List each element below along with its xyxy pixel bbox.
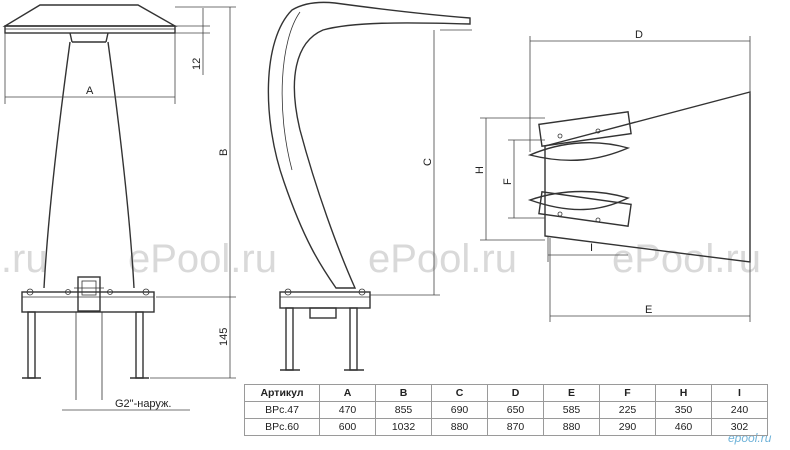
table-cell: 1032 [375,418,432,436]
table-cell: 650 [487,401,544,419]
table-cell: 690 [431,401,488,419]
body-left-edge [43,41,71,289]
watermark-2: ePool.ru [368,237,517,281]
dimension-f-label: F [502,178,514,185]
watermark-3: ePool.ru [612,237,761,281]
dimension-c-label: C [422,158,434,166]
spec-table: Артикул A B C D E F H I BPc.47 470 855 6… [244,384,768,436]
table-header: H [655,384,712,402]
dimension-i-label: I [590,242,593,254]
table-header: I [711,384,768,402]
leg-left [27,311,36,379]
dimension-h-label: H [474,166,486,174]
side-inlet [309,307,337,319]
table-row: BPc.47 470 855 690 650 585 225 350 240 [244,401,768,419]
table-cell: 460 [655,418,712,436]
dimension-b-label: B [218,149,230,156]
side-base-plate [279,291,371,309]
cap-top [2,4,178,27]
table-cell: 302 [711,418,768,436]
dimension-a-label: A [86,85,94,97]
table-header: Артикул [244,384,320,402]
side-view: C [267,1,472,371]
base-plate [21,291,155,313]
table-header: B [375,384,432,402]
table-cell: 350 [655,401,712,419]
table-row: BPc.60 600 1032 880 870 880 290 460 302 [244,418,768,436]
table-cell: 290 [599,418,656,436]
table-header: C [431,384,488,402]
dimension-flange-label: 12 [191,58,203,70]
table-header: F [599,384,656,402]
upper-wing-plate [538,111,632,147]
cap-rim [4,25,176,34]
watermark-left: l.ru [0,237,48,281]
table-cell: 225 [599,401,656,419]
table-header: E [543,384,600,402]
table-cell: 880 [543,418,600,436]
side-leg-left [285,307,294,371]
table-cell: 870 [487,418,544,436]
watermark-group: l.ru ePool.ru ePool.ru ePool.ru [0,237,761,281]
dimension-legs-label: 145 [218,328,230,346]
body-right-edge [107,41,135,289]
table-cell: 600 [319,418,376,436]
table-cell: 880 [431,418,488,436]
table-cell: 855 [375,401,432,419]
table-header-row: Артикул A B C D E F H I [244,384,768,402]
side-leg-right [349,307,358,371]
watermark-1: ePool.ru [128,237,277,281]
dimension-d-label: D [635,29,643,41]
lower-wing [527,190,630,211]
table-cell: 240 [711,401,768,419]
nozzle [77,276,101,312]
top-view: D H F I E [474,29,751,322]
table-header: D [487,384,544,402]
thread-label: G2"-наруж. [115,398,171,410]
table-cell: 585 [543,401,600,419]
upper-wing [527,142,631,162]
front-view: A 12 B 145 G2"-наруж. [2,4,236,411]
spout-body [267,1,471,289]
table-cell: BPc.60 [244,418,320,436]
table-header: A [319,384,376,402]
dimension-e-label: E [645,304,652,316]
table-cell: BPc.47 [244,401,320,419]
leg-right [135,311,144,379]
table-cell: 470 [319,401,376,419]
